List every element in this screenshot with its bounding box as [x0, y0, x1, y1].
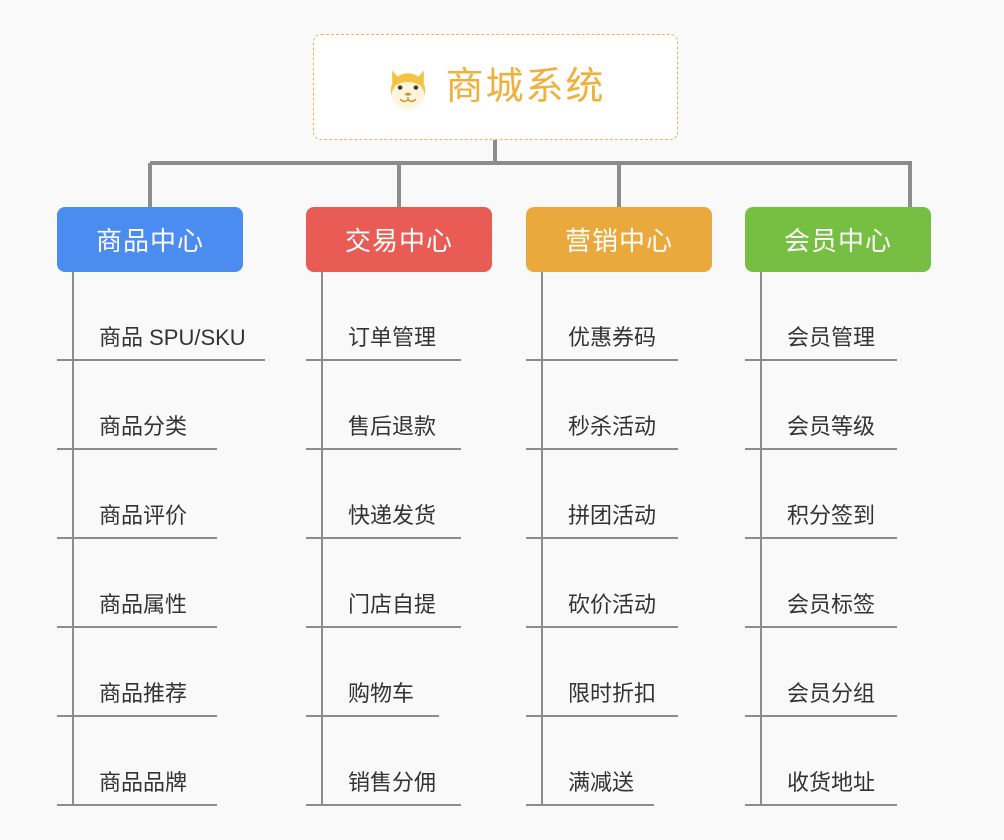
- leaf-item[interactable]: 快递发货: [306, 450, 461, 539]
- leaf-item[interactable]: 秒杀活动: [526, 361, 678, 450]
- leaf-item[interactable]: 商品 SPU/SKU: [57, 272, 265, 361]
- leaf-item[interactable]: 拼团活动: [526, 450, 678, 539]
- leaf-item[interactable]: 销售分佣: [306, 717, 461, 806]
- leaf-item[interactable]: 售后退款: [306, 361, 461, 450]
- branch-header-label: 商品中心: [95, 226, 204, 256]
- leaf-item[interactable]: 满减送: [526, 717, 654, 806]
- leaf-item-label: 会员标签: [787, 592, 876, 617]
- leaf-item[interactable]: 限时折扣: [526, 628, 678, 717]
- leaf-item-label: 快递发货: [348, 503, 437, 528]
- branch-header-3[interactable]: 会员中心: [745, 207, 931, 272]
- leaf-item[interactable]: 会员标签: [745, 539, 897, 628]
- leaf-item-label: 订单管理: [348, 325, 437, 350]
- leaf-item[interactable]: 商品品牌: [57, 717, 217, 806]
- shiba-dog-icon: [385, 66, 431, 112]
- leaf-item-label: 拼团活动: [568, 503, 657, 528]
- branch-spine-0: [72, 272, 74, 806]
- leaf-item-label: 限时折扣: [568, 681, 657, 706]
- leaf-list-2: 优惠券码秒杀活动拼团活动砍价活动限时折扣满减送: [526, 272, 678, 806]
- connector-root-stem: [493, 140, 497, 164]
- leaf-item[interactable]: 购物车: [306, 628, 439, 717]
- branch-header-label: 营销中心: [564, 226, 673, 256]
- leaf-item-label: 购物车: [348, 681, 415, 706]
- connector-drop-3: [908, 163, 912, 209]
- leaf-item-label: 门店自提: [348, 592, 437, 617]
- branch-spine-1: [321, 272, 323, 806]
- leaf-item[interactable]: 会员分组: [745, 628, 897, 717]
- leaf-item[interactable]: 收货地址: [745, 717, 897, 806]
- leaf-item-label: 积分签到: [787, 503, 876, 528]
- leaf-list-0: 商品 SPU/SKU 商品分类商品评价商品属性商品推荐商品品牌: [57, 272, 265, 806]
- leaf-item[interactable]: 订单管理: [306, 272, 461, 361]
- leaf-item-label: 会员管理: [787, 325, 876, 350]
- leaf-item-label: 商品品牌: [99, 770, 188, 795]
- connector-drop-2: [617, 163, 621, 209]
- leaf-item-label: 商品属性: [99, 592, 188, 617]
- leaf-item[interactable]: 砍价活动: [526, 539, 678, 628]
- leaf-item-label: 满减送: [568, 770, 635, 795]
- leaf-item[interactable]: 会员管理: [745, 272, 897, 361]
- leaf-item-label: 售后退款: [348, 414, 437, 439]
- branch-spine-3: [760, 272, 762, 806]
- leaf-item[interactable]: 优惠券码: [526, 272, 678, 361]
- leaf-item[interactable]: 积分签到: [745, 450, 897, 539]
- leaf-item-label: 商品分类: [99, 414, 188, 439]
- leaf-item-label: 秒杀活动: [568, 414, 657, 439]
- branch-header-label: 交易中心: [344, 226, 453, 256]
- branch-header-0[interactable]: 商品中心: [57, 207, 243, 272]
- leaf-list-3: 会员管理会员等级积分签到会员标签会员分组收货地址: [745, 272, 897, 806]
- leaf-item[interactable]: 会员等级: [745, 361, 897, 450]
- leaf-item-label: 商品评价: [99, 503, 188, 528]
- leaf-item-label: 会员等级: [787, 414, 876, 439]
- leaf-item-label: 砍价活动: [568, 592, 657, 617]
- root-title: 商城系统: [445, 66, 606, 108]
- connector-drop-0: [148, 163, 152, 209]
- root-node[interactable]: 商城系统: [313, 34, 678, 140]
- leaf-item-label: 会员分组: [787, 681, 876, 706]
- leaf-item-label: 商品推荐: [99, 681, 188, 706]
- leaf-item[interactable]: 门店自提: [306, 539, 461, 628]
- leaf-item[interactable]: 商品分类: [57, 361, 217, 450]
- branch-header-1[interactable]: 交易中心: [306, 207, 492, 272]
- leaf-item-label: 收货地址: [787, 770, 876, 795]
- branch-spine-2: [541, 272, 543, 806]
- leaf-item-label: 销售分佣: [348, 770, 437, 795]
- branch-header-2[interactable]: 营销中心: [526, 207, 712, 272]
- connector-drop-1: [397, 163, 401, 209]
- leaf-item-label: 优惠券码: [568, 325, 657, 350]
- connector-horizontal-bar: [150, 161, 912, 165]
- leaf-list-1: 订单管理售后退款快递发货门店自提购物车销售分佣: [306, 272, 461, 806]
- leaf-item-label: 商品 SPU/SKU: [99, 325, 246, 350]
- leaf-item[interactable]: 商品评价: [57, 450, 217, 539]
- branch-header-label: 会员中心: [783, 226, 892, 256]
- leaf-item[interactable]: 商品推荐: [57, 628, 217, 717]
- leaf-item[interactable]: 商品属性: [57, 539, 217, 628]
